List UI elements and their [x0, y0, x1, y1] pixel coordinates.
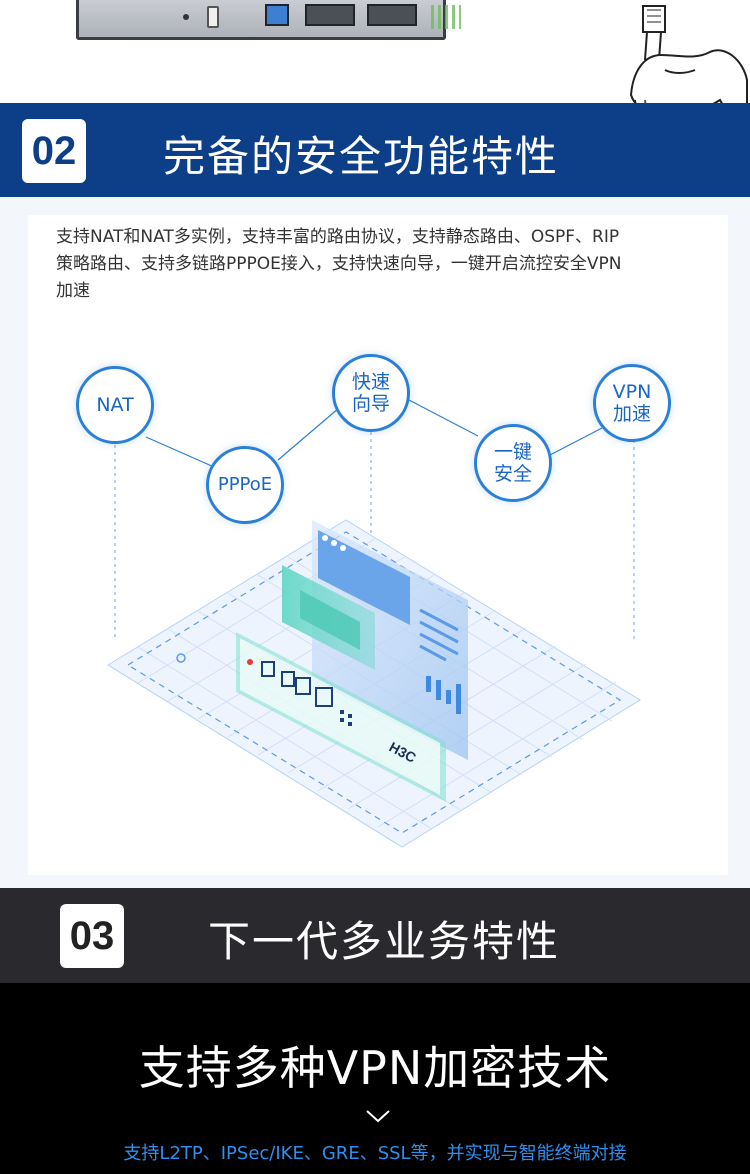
node-label: NAT — [96, 394, 134, 416]
vpn-subtitle: 支持L2TP、IPSec/IKE、GRE、SSL等，并实现与智能终端对接 — [123, 1143, 627, 1164]
description-line: 加速 — [56, 281, 90, 301]
feature-diagram: H3C NAT PPPoE 快速 向导 一键 安全 VPN 加速 — [0, 340, 750, 870]
diagram-graphic: H3C — [107, 399, 641, 848]
section-title: 完备的安全功能特性 — [163, 132, 560, 181]
node-nat: NAT — [76, 366, 154, 444]
node-label: PPPoE — [217, 474, 273, 495]
connector-line — [277, 407, 340, 461]
section-03-body — [0, 983, 750, 1174]
router-device-icon — [76, 0, 461, 40]
section-title: 下一代多业务特性 — [208, 917, 561, 966]
node-quick-guide: 快速 向导 — [332, 354, 410, 432]
node-label: VPN — [612, 381, 652, 403]
section-03-header: 03 下一代多业务特性 — [0, 888, 750, 983]
section-02-header: 02 完备的安全功能特性 — [0, 103, 750, 197]
feature-description: 支持NAT和NAT多实例，支持丰富的路由协议，支持静态路由、OSPF、RIP 策… — [56, 224, 706, 305]
section-number-badge: 03 — [60, 904, 124, 968]
product-image-strip — [0, 0, 750, 103]
description-line: 策略路由、支持多链路PPPOE接入，支持快速向导，一键开启流控安全VPN — [56, 254, 622, 274]
node-vpn-accel: VPN 加速 — [593, 364, 671, 442]
node-label: 快速 — [351, 371, 390, 393]
description-line: 支持NAT和NAT多实例，支持丰富的路由协议，支持静态路由、OSPF、RIP — [56, 227, 620, 247]
node-label: 向导 — [351, 393, 390, 415]
node-label: 加速 — [612, 403, 651, 425]
node-label: 安全 — [493, 463, 532, 485]
connector-line — [549, 427, 603, 456]
chevron-down-icon — [366, 1110, 390, 1123]
node-label: 一键 — [493, 441, 532, 463]
connector-line — [408, 399, 479, 437]
section-number-badge: 02 — [22, 119, 86, 183]
vpn-headline: 支持多种VPN加密技术 — [138, 1041, 612, 1095]
node-pppoe: PPPoE — [206, 446, 284, 524]
node-one-key-security: 一键 安全 — [474, 424, 552, 502]
router-device-illustration: H3C — [236, 632, 446, 802]
connector-line — [145, 436, 215, 468]
